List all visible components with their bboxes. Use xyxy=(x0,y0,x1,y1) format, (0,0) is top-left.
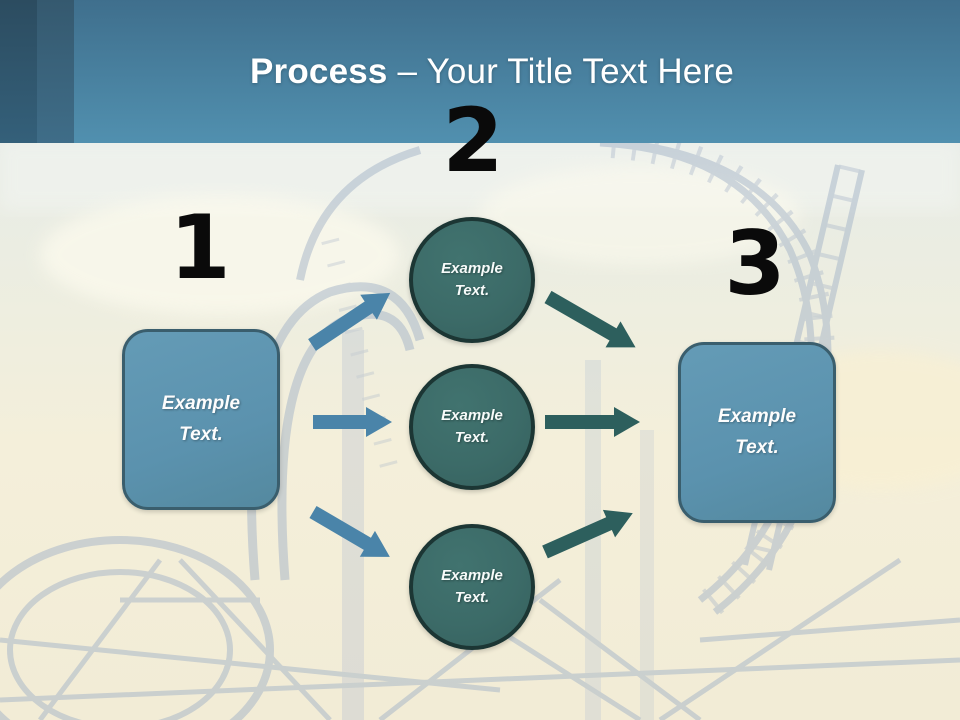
step-number-2: 2 xyxy=(442,89,504,192)
slide-header: Process – Your Title Text Here xyxy=(0,0,960,143)
step1-box: Example Text. xyxy=(122,329,280,510)
step-number-3: 3 xyxy=(724,212,786,315)
slide-title: Process – Your Title Text Here xyxy=(0,52,960,92)
step2-circle-middle-label: Example Text. xyxy=(441,406,503,447)
header-stripe-mid xyxy=(37,0,74,143)
title-subtitle: – Your Title Text Here xyxy=(397,52,734,91)
step2-circle-bottom-label: Example Text. xyxy=(441,566,503,607)
step1-box-label: Example Text. xyxy=(161,393,241,445)
step-number-1: 1 xyxy=(169,196,231,299)
step2-circle-middle: Example Text. xyxy=(409,364,535,490)
header-stripe-dark xyxy=(0,0,37,143)
step3-box: Example Text. xyxy=(678,342,836,523)
title-keyword: Process xyxy=(249,52,388,91)
step2-circle-bottom: Example Text. xyxy=(409,524,535,650)
step2-circle-top: Example Text. xyxy=(409,217,535,343)
step2-circle-top-label: Example Text. xyxy=(441,259,503,300)
step3-box-label: Example Text. xyxy=(717,406,797,458)
